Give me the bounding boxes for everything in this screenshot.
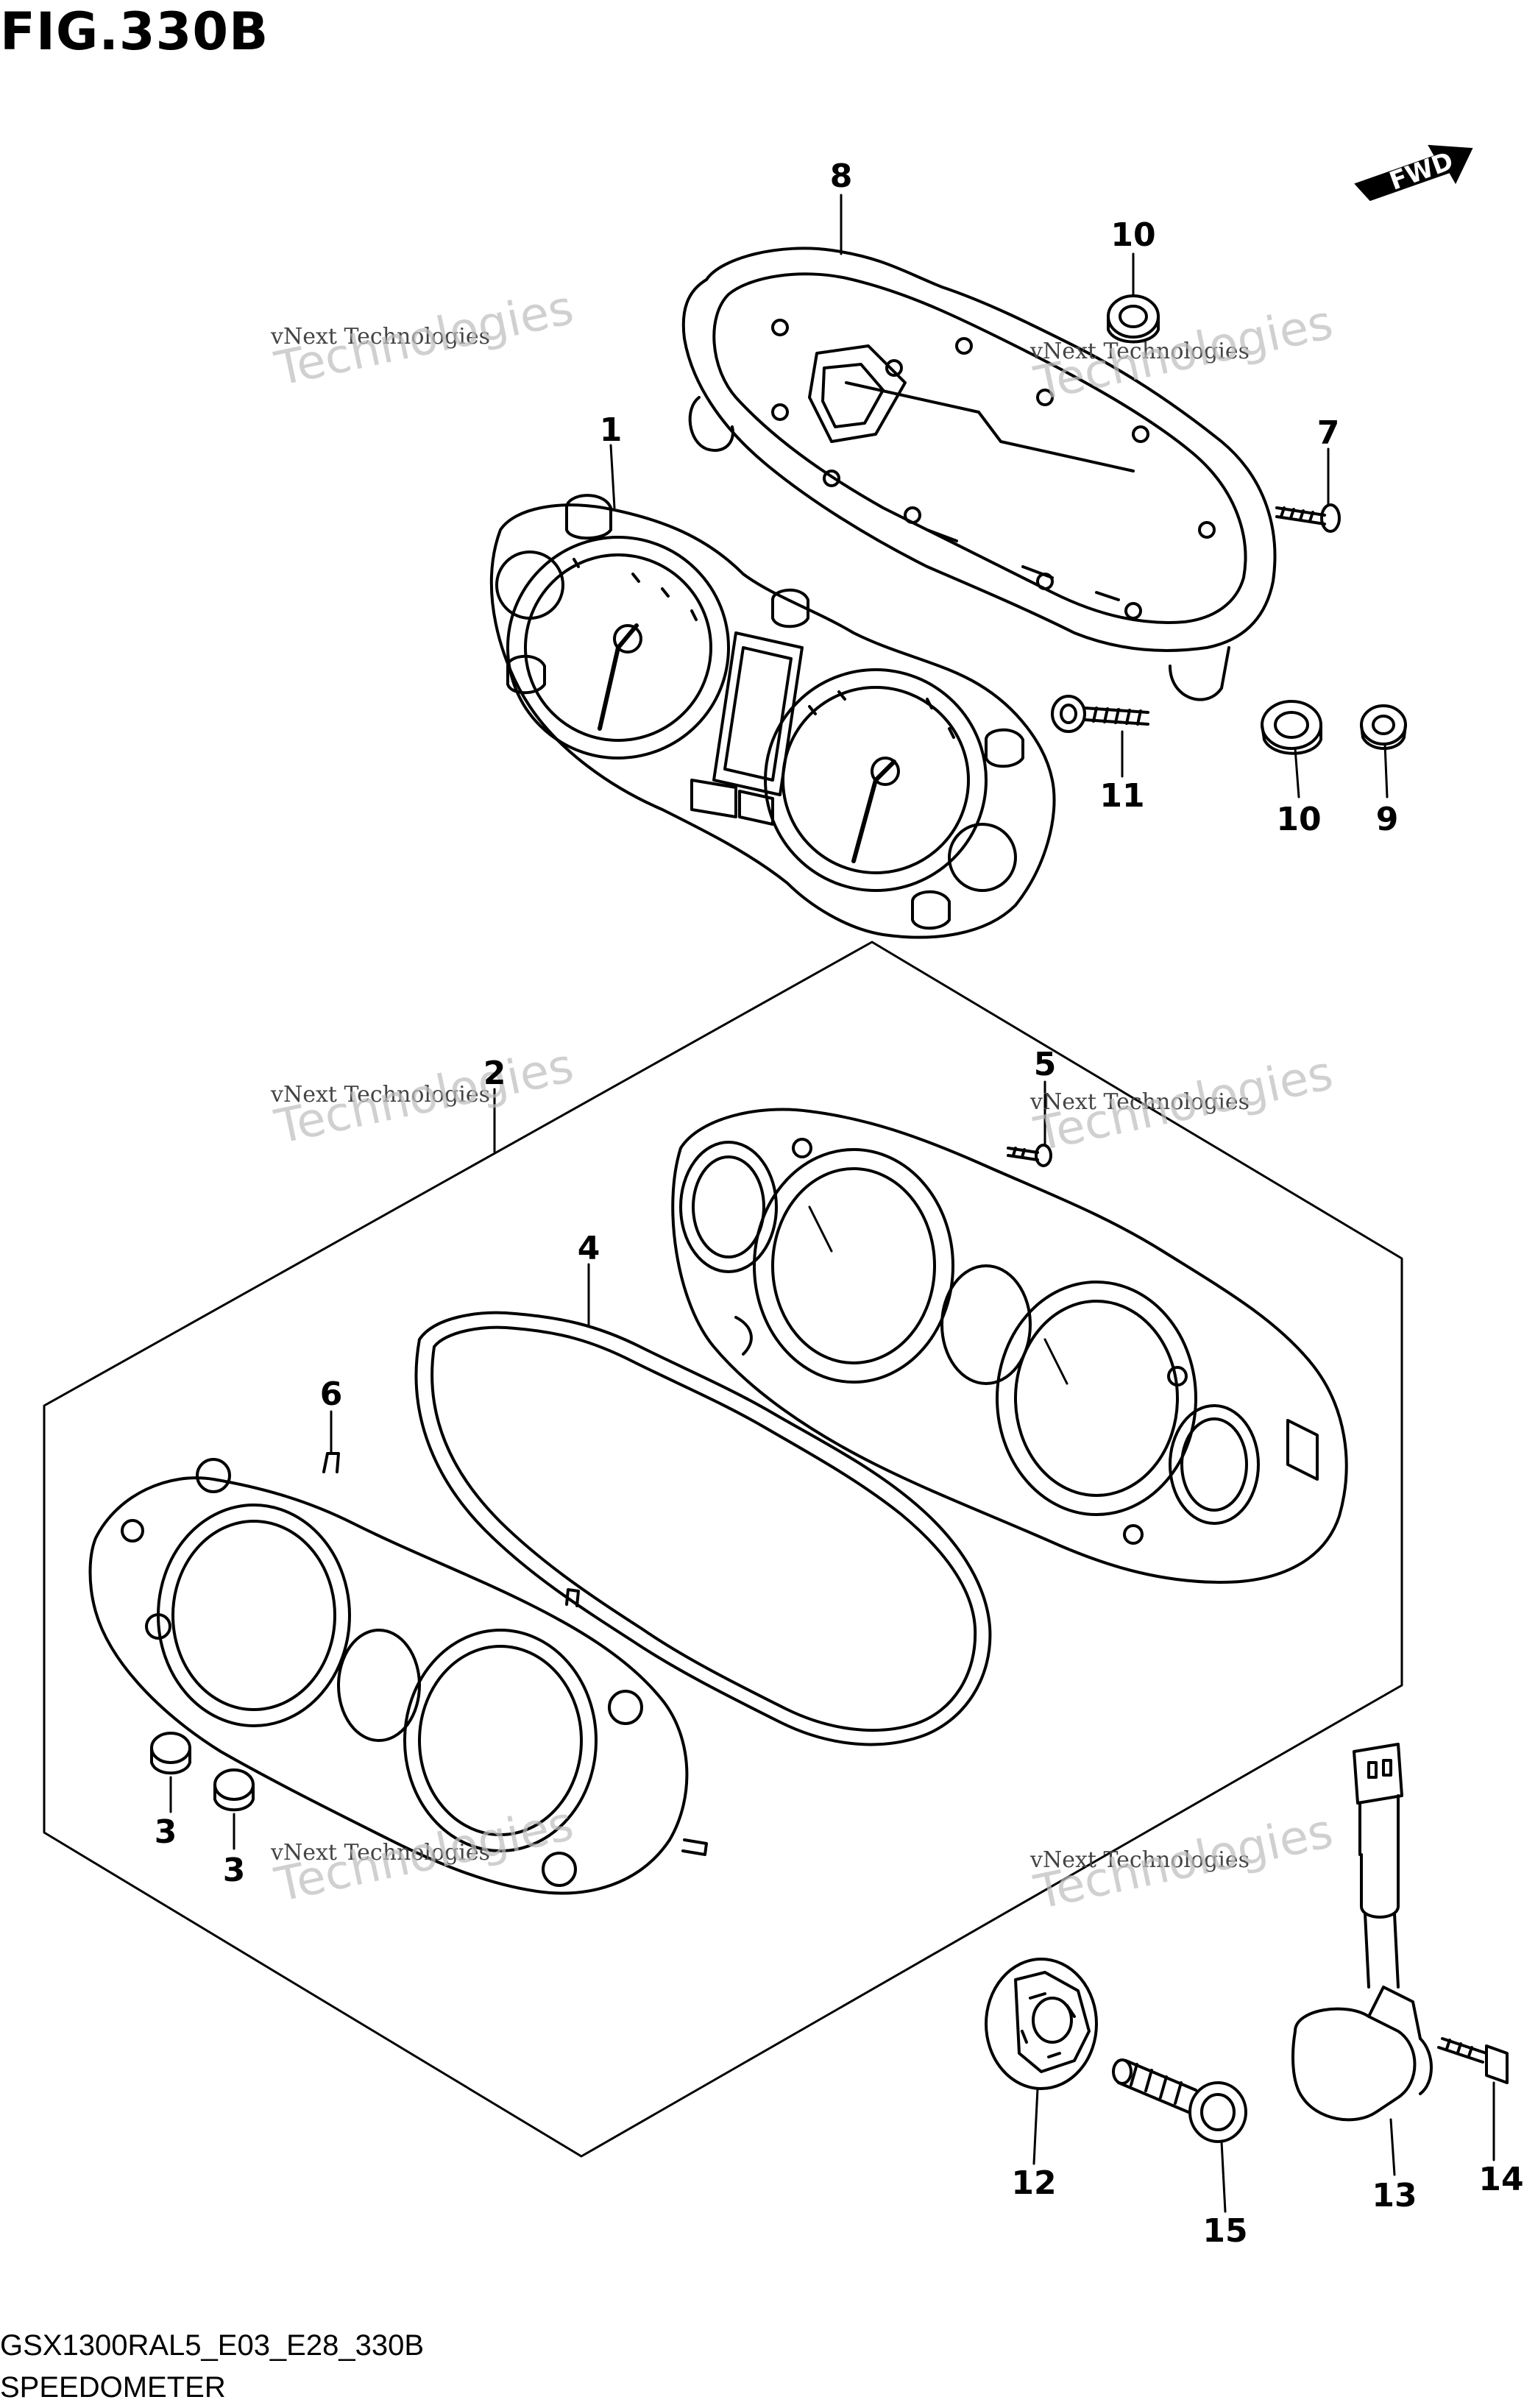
part-7-screw (1275, 503, 1341, 533)
callout-3-a: 3 (154, 1813, 177, 1851)
callout-1: 1 (599, 411, 623, 449)
part-11-screw (1051, 695, 1149, 733)
callout-14: 14 (1478, 2161, 1524, 2198)
part-14-screw (1437, 2037, 1509, 2084)
callout-6: 6 (319, 1375, 343, 1413)
figure-name: SPEEDOMETER (0, 2371, 226, 2404)
part-6-lens-panel (88, 1452, 708, 1895)
callout-4: 4 (577, 1230, 600, 1267)
part-1-meter-assembly (489, 494, 1056, 939)
leader-lines (169, 194, 1495, 2213)
callout-10-lower: 10 (1276, 801, 1322, 838)
figure-title: FIG.330B (0, 1, 269, 62)
part-15-bolt (1112, 2058, 1247, 2143)
part-12-drive-gear (985, 1958, 1098, 2090)
figure-code: GSX1300RAL5_E03_E28_330B (0, 2329, 425, 2362)
part-9-bushing (1360, 704, 1407, 750)
part-3-bushing-b (213, 1768, 255, 1812)
callout-13: 13 (1372, 2177, 1417, 2214)
part-10-grommet-top (1107, 294, 1160, 344)
part-3-bushing-a (150, 1732, 191, 1775)
callout-11: 11 (1099, 777, 1145, 815)
part-2-kit-outline (43, 941, 1403, 2158)
part-4-gasket (414, 1311, 992, 1746)
part-13-speed-sensor (1291, 1743, 1433, 2122)
callout-15: 15 (1202, 2212, 1248, 2250)
part-5-screw (1007, 1144, 1052, 1167)
callout-3-b: 3 (222, 1852, 246, 1889)
callout-2: 2 (483, 1055, 506, 1092)
meter-front-housing (671, 1108, 1348, 1584)
part-10-grommet-lower (1261, 700, 1322, 755)
callout-12: 12 (1011, 2164, 1057, 2202)
callout-5: 5 (1033, 1046, 1057, 1083)
callout-10-top: 10 (1110, 216, 1156, 254)
forward-direction-arrow-icon: FWD (1354, 144, 1473, 202)
fwd-label: FWD (1386, 146, 1457, 196)
part-8-rear-case (681, 247, 1277, 701)
callout-9: 9 (1375, 801, 1399, 838)
callout-7: 7 (1316, 414, 1340, 452)
callout-8: 8 (829, 157, 853, 195)
